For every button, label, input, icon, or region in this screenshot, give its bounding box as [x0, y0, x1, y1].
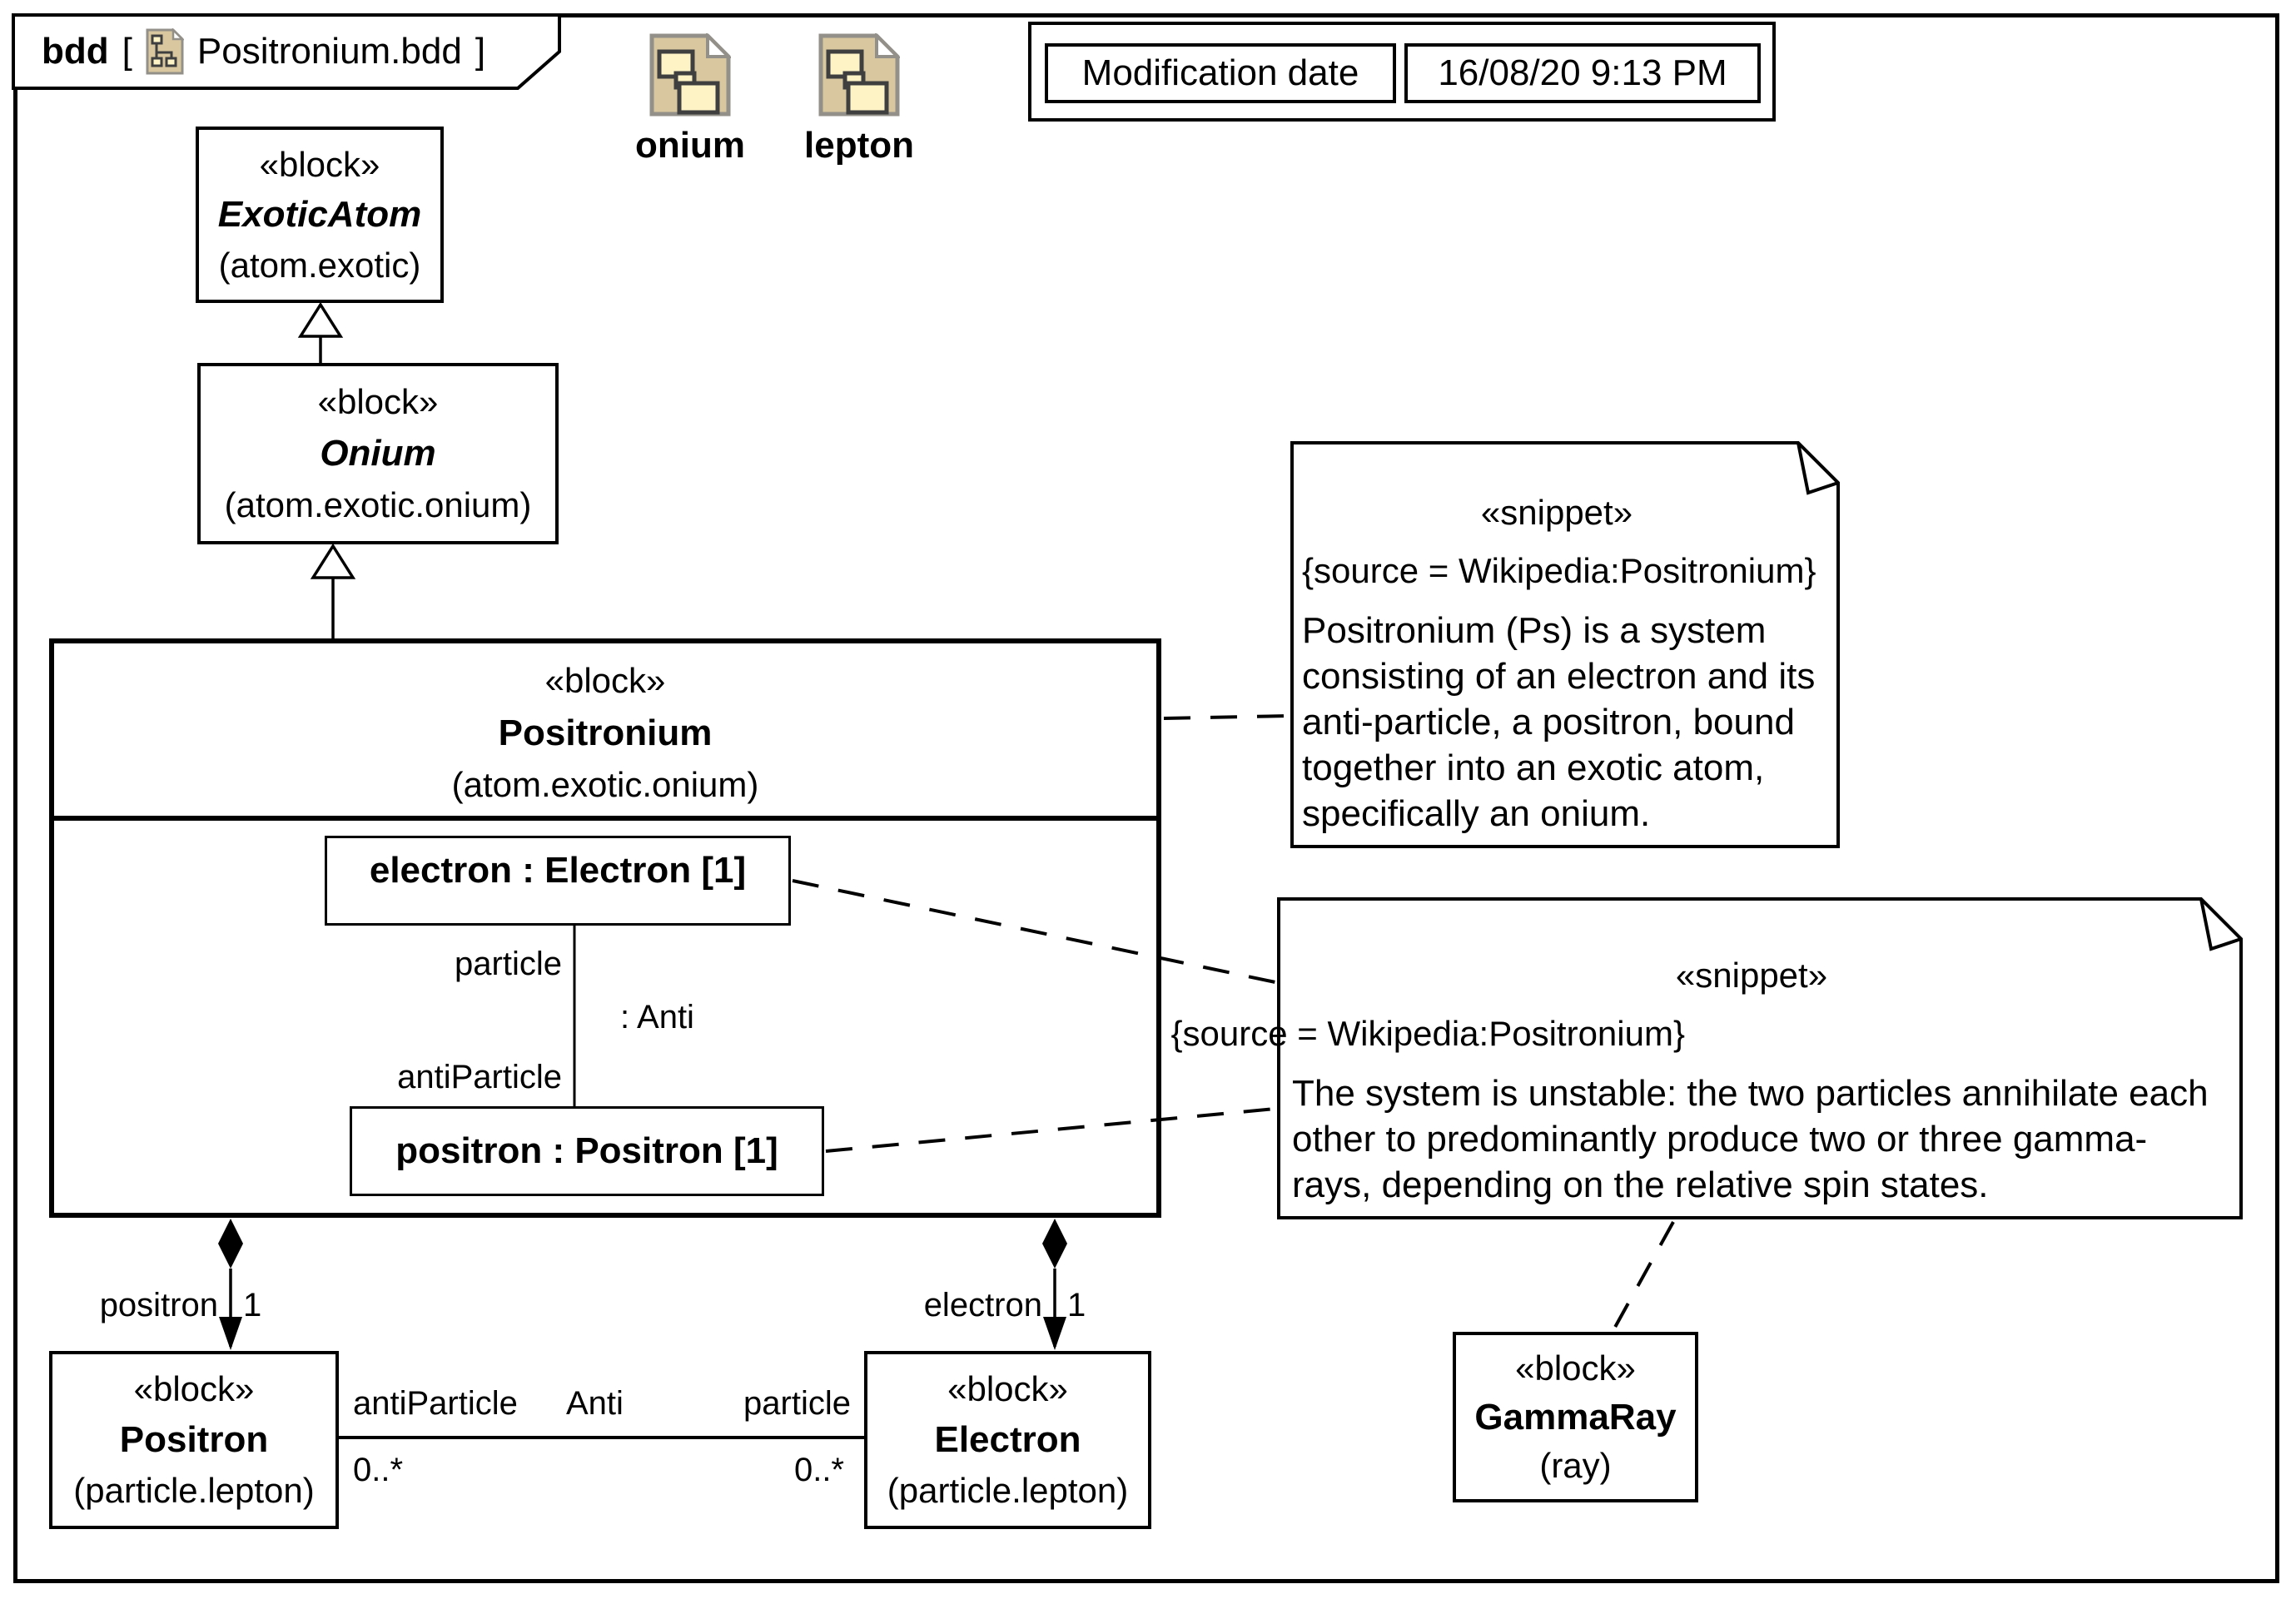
modification-date-label-cell: Modification date	[1045, 43, 1396, 103]
block-electron[interactable]: «block» Electron (particle.lepton)	[864, 1351, 1151, 1529]
package-icon	[649, 32, 733, 117]
part-connector-name[interactable]: : Anti	[620, 999, 694, 1035]
composition-positron-role[interactable]: positron	[99, 1287, 218, 1323]
modification-date-value: 16/08/20 9:13 PM	[1438, 52, 1727, 93]
block-stereotype: «block»	[259, 144, 380, 184]
block-onium[interactable]: «block» Onium (atom.exotic.onium)	[197, 363, 559, 544]
modification-date-label: Modification date	[1081, 52, 1359, 93]
snippet-1-stereotype: «snippet»	[1480, 493, 1633, 532]
block-namespace: (atom.exotic.onium)	[224, 485, 532, 524]
diagram-frame	[13, 13, 2279, 1583]
block-namespace: (atom.exotic.onium)	[451, 764, 759, 804]
block-namespace: (atom.exotic)	[218, 245, 421, 285]
block-stereotype: «block»	[317, 382, 439, 421]
tab-kind-label: bdd	[42, 31, 109, 72]
part-connector-bottom-role[interactable]: antiParticle	[397, 1059, 562, 1095]
package-lepton[interactable]	[818, 32, 902, 121]
snippet-note-2[interactable]	[1277, 897, 2244, 1220]
block-gammaray[interactable]: «block» GammaRay (ray)	[1453, 1332, 1698, 1502]
part-electron[interactable]: electron : Electron [1]	[325, 836, 791, 926]
association-right-multiplicity[interactable]: 0..*	[793, 1452, 844, 1488]
note-dogear	[2199, 898, 2242, 951]
part-positron[interactable]: positron : Positron [1]	[350, 1106, 824, 1196]
composition-positron-multiplicity[interactable]: 1	[243, 1287, 262, 1323]
snippet-2-stereotype: «snippet»	[1675, 956, 1828, 995]
block-namespace: (ray)	[1539, 1446, 1612, 1486]
part-positron-label: positron : Positron [1]	[395, 1130, 778, 1171]
part-electron-label: electron : Electron [1]	[369, 850, 747, 891]
block-stereotype: «block»	[1515, 1348, 1636, 1388]
block-name: ExoticAtom	[217, 194, 422, 235]
block-namespace: (particle.lepton)	[73, 1471, 315, 1510]
block-stereotype: «block»	[947, 1369, 1068, 1408]
association-left-role[interactable]: antiParticle	[353, 1385, 518, 1422]
tab-close-bracket: ]	[475, 31, 486, 72]
block-namespace: (particle.lepton)	[887, 1471, 1129, 1510]
association-name[interactable]: Anti	[566, 1385, 624, 1422]
snippet-2-source: {source = Wikipedia:Positronium}	[1170, 1014, 1685, 1053]
modification-date-table[interactable]: Modification date 16/08/20 9:13 PM	[1028, 22, 1776, 122]
block-name: GammaRay	[1474, 1396, 1677, 1438]
block-stereotype: «block»	[133, 1369, 255, 1408]
block-name: Onium	[320, 433, 436, 474]
note-dogear	[1797, 442, 1839, 495]
package-lepton-label[interactable]: lepton	[804, 125, 914, 166]
snippet-note-1[interactable]	[1290, 441, 1840, 849]
block-name: Positronium	[498, 712, 713, 753]
block-positronium-header: «block» Positronium (atom.exotic.onium)	[54, 643, 1156, 821]
modification-date-value-cell: 16/08/20 9:13 PM	[1404, 43, 1761, 103]
block-stereotype: «block»	[544, 661, 666, 701]
tab-diagram-name: Positronium.bdd	[196, 31, 462, 72]
bdd-diagram-icon	[146, 28, 184, 75]
association-left-multiplicity[interactable]: 0..*	[353, 1452, 404, 1488]
composition-electron-multiplicity[interactable]: 1	[1067, 1287, 1086, 1323]
diagram-tab[interactable]: bdd [ Positronium.bdd ]	[13, 15, 558, 88]
block-exoticatom[interactable]: «block» ExoticAtom (atom.exotic)	[196, 127, 444, 303]
snippet-1-source: {source = Wikipedia:Positronium}	[1302, 551, 1816, 590]
package-icon	[818, 32, 902, 117]
snippet-1-body: Positronium (Ps) is a system consisting …	[1302, 610, 1816, 834]
snippet-2-body: The system is unstable: the two particle…	[1292, 1073, 2209, 1205]
block-name: Positron	[119, 1419, 269, 1460]
block-positron[interactable]: «block» Positron (particle.lepton)	[49, 1351, 339, 1529]
composition-electron-role[interactable]: electron	[923, 1287, 1042, 1323]
association-right-role[interactable]: particle	[743, 1385, 851, 1422]
package-onium[interactable]	[649, 32, 733, 121]
package-onium-label[interactable]: onium	[635, 125, 745, 166]
tab-open-bracket: [	[122, 31, 132, 72]
part-connector-top-role[interactable]: particle	[455, 946, 562, 982]
block-name: Electron	[934, 1419, 1081, 1460]
